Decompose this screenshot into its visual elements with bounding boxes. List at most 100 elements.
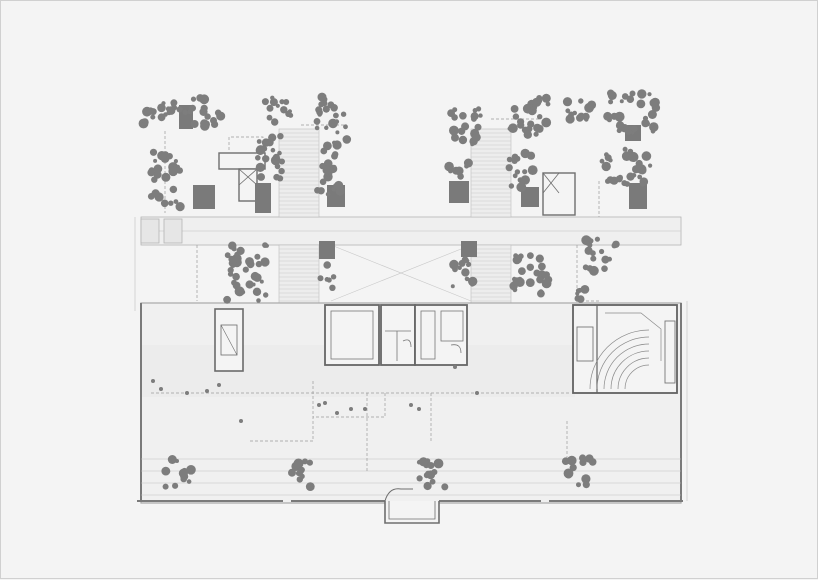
tree-canopy — [147, 168, 155, 177]
tree-canopy — [538, 262, 546, 271]
tree-canopy — [157, 103, 166, 113]
tree-canopy — [533, 131, 539, 137]
tree-canopy — [637, 174, 643, 180]
tree-canopy — [160, 199, 169, 208]
tree-canopy — [612, 240, 620, 248]
tree-canopy — [641, 120, 647, 126]
tree-canopy — [606, 176, 614, 184]
tree-canopy — [577, 112, 585, 121]
tree-canopy — [256, 298, 261, 303]
tree-canopy — [458, 135, 468, 145]
stair-tower-diag — [220, 324, 238, 356]
scattered-dot — [409, 403, 413, 407]
tree-canopy — [541, 93, 551, 103]
tree-canopy — [608, 99, 614, 105]
tree-canopy — [317, 92, 327, 102]
tree-canopy — [298, 466, 305, 473]
block-5 — [629, 183, 647, 209]
tree-canopy — [621, 180, 628, 187]
tree-canopy — [293, 458, 304, 469]
tree-canopy — [470, 142, 475, 147]
tree-canopy — [506, 156, 513, 163]
tree-canopy — [216, 111, 226, 121]
tree-canopy — [541, 117, 552, 128]
tree-canopy — [636, 99, 646, 109]
tree-canopy — [603, 111, 612, 121]
tree-canopy — [536, 276, 544, 284]
wc-door-swing — [402, 339, 412, 348]
tree-canopy — [161, 101, 166, 106]
tree-canopy — [257, 173, 265, 181]
tree-canopy — [647, 110, 657, 119]
entrance-bay-inner — [388, 501, 436, 520]
tree-canopy — [171, 458, 176, 463]
stair-track-right-lower — [470, 244, 512, 306]
core-right-x2 — [542, 172, 560, 194]
tree-canopy — [527, 120, 535, 128]
tree-canopy — [459, 112, 467, 120]
tree-canopy — [520, 148, 530, 159]
bridge-step-left-2 — [163, 218, 183, 244]
entrance-door-swing — [384, 488, 413, 502]
tree-canopy — [457, 265, 462, 270]
tree-canopy — [324, 262, 330, 268]
block-3 — [449, 181, 469, 203]
tree-canopy — [204, 113, 211, 120]
tree-canopy — [461, 122, 470, 131]
seat-row — [624, 364, 650, 390]
tree-canopy — [451, 114, 458, 121]
tree-canopy — [466, 261, 472, 267]
tree-canopy — [245, 257, 254, 266]
tree-canopy — [252, 287, 262, 296]
scattered-dot — [349, 407, 353, 411]
tree-canopy — [599, 158, 605, 164]
block-7 — [461, 241, 477, 257]
service-room-right-a — [420, 310, 436, 360]
tree-canopy — [641, 151, 652, 161]
tree-canopy — [270, 95, 275, 101]
tree-canopy — [157, 151, 167, 161]
tree-canopy — [527, 252, 534, 259]
tree-canopy — [587, 242, 593, 248]
stair-tower-wall — [214, 308, 244, 372]
void-cross — [330, 244, 472, 302]
tree-canopy — [649, 98, 659, 108]
tree-canopy — [619, 99, 624, 104]
tree-canopy — [430, 470, 436, 476]
tree-canopy — [161, 174, 168, 181]
tree-canopy — [259, 279, 264, 284]
tree-canopy — [576, 482, 581, 488]
tree-canopy — [594, 236, 601, 242]
tree-canopy — [332, 151, 339, 158]
tree-canopy — [449, 125, 459, 136]
tree-canopy — [650, 129, 656, 134]
tree-canopy — [228, 270, 233, 275]
tree-canopy — [471, 116, 477, 122]
tree-canopy — [626, 172, 635, 181]
tree-canopy — [508, 183, 515, 189]
tree-canopy — [173, 199, 179, 205]
block-6 — [319, 241, 335, 259]
tree-canopy — [200, 119, 209, 128]
tree-canopy — [317, 275, 324, 282]
tree-canopy — [578, 98, 584, 104]
tree-canopy — [584, 246, 593, 255]
tree-canopy — [508, 123, 518, 133]
tree-canopy — [277, 150, 282, 156]
auditorium-aisle — [664, 320, 676, 384]
entrance-bay-wall — [384, 501, 440, 524]
tree-canopy — [590, 255, 597, 262]
tree-canopy — [635, 162, 643, 170]
block-8 — [255, 183, 271, 213]
tree-canopy — [266, 104, 274, 112]
scattered-dots — [151, 365, 479, 463]
tree-canopy — [565, 108, 571, 114]
tree-canopy — [452, 107, 458, 113]
tree-canopies — [138, 89, 661, 491]
tree-canopy — [278, 167, 285, 175]
tree-canopy — [622, 146, 628, 152]
tree-canopy — [474, 123, 482, 131]
stair-track-left-lower — [278, 244, 320, 306]
